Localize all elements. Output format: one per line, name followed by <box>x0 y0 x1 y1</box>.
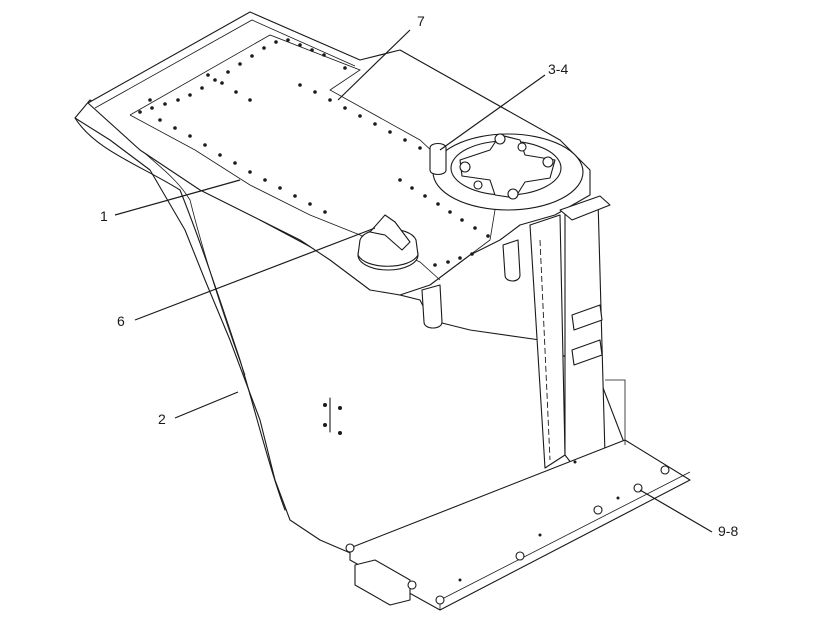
top-plate-border <box>94 19 356 109</box>
callout-7: 7 <box>417 13 425 29</box>
sender-bolt-5 <box>517 142 527 152</box>
sender-bolt-3 <box>459 161 471 173</box>
callout-1: 1 <box>100 208 108 224</box>
bracket-cap <box>559 195 611 221</box>
bottom-bracket <box>354 559 411 606</box>
callout-6: 6 <box>117 313 125 329</box>
leader-6 <box>134 227 376 321</box>
sender-bolt-2 <box>542 156 554 168</box>
clip-1 <box>571 304 603 331</box>
leader-3-4 <box>439 74 546 151</box>
slot-hole-2 <box>338 406 342 410</box>
leader-9-8 <box>639 489 713 533</box>
top-plate-inner <box>129 34 496 256</box>
leader-2 <box>174 391 239 419</box>
slot-hole-1 <box>323 403 327 407</box>
sender-bolt-6 <box>473 180 483 190</box>
filler-cap-top <box>369 214 411 251</box>
hanger-tab-1 <box>421 284 443 329</box>
top-plate-edge <box>129 114 441 281</box>
hanger-tab-2 <box>502 239 521 282</box>
rear-edge <box>605 379 626 445</box>
right-bracket-2 <box>564 199 606 469</box>
top-plate-rivets <box>138 38 490 267</box>
leader-1 <box>114 179 241 216</box>
clip-2 <box>571 339 603 366</box>
sender-bolt-4 <box>507 188 519 200</box>
bracket-hidden-line <box>539 239 551 461</box>
callout-9-8: 9-8 <box>718 523 738 539</box>
bottom-plate <box>349 439 691 611</box>
callout-3-4: 3-4 <box>548 61 568 77</box>
sender-bolt-1 <box>494 133 506 145</box>
bottom-plate-bolts <box>345 460 670 605</box>
vent-tube <box>429 142 447 176</box>
leader-7 <box>337 29 411 101</box>
callout-2: 2 <box>158 411 166 427</box>
slot-hole-3 <box>323 423 327 427</box>
slot-hole-4 <box>338 431 342 435</box>
panel-curve-inner <box>124 134 246 376</box>
top-plate <box>87 11 591 296</box>
